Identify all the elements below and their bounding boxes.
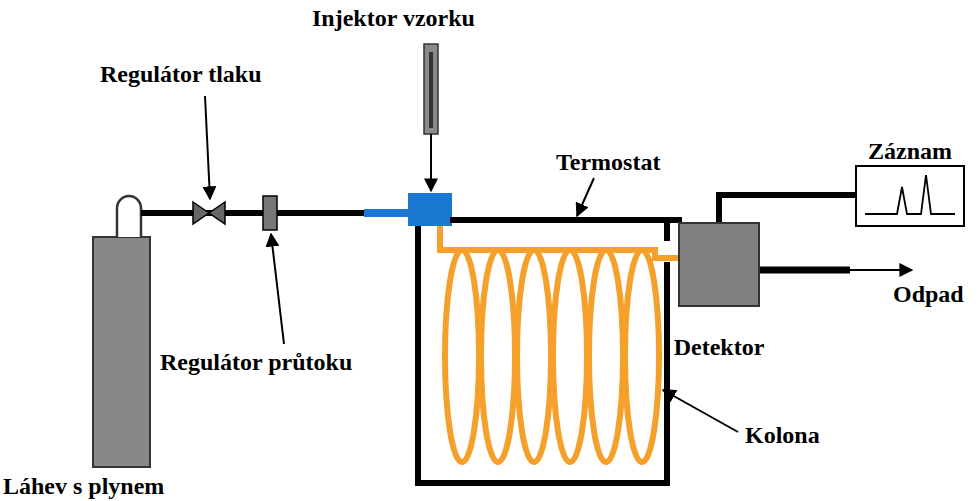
detector-box: Detektor [678,222,760,307]
part-label: Kolona [745,423,820,447]
part-label: Láhev s plynem [3,474,164,498]
leader-arrow [663,390,738,432]
node-heading: Záznam [868,139,952,163]
part-label: Injektor vzorku [312,6,475,30]
leader-arrow [577,178,594,216]
thermostat-wall [664,262,670,486]
waste-pipe [760,267,850,274]
thermostat-wall [415,226,421,486]
leader-arrow [205,96,210,199]
thermostat-wall [664,217,670,241]
syringe-needle [430,134,432,191]
column-coil [440,226,680,462]
syringe-plunger [429,52,433,128]
bottle-cap [117,196,141,237]
part-label: Odpad [893,282,964,306]
recorder-box: Záznam [855,165,965,227]
pressure-valve [193,202,209,224]
signal-cable [719,195,855,222]
heated-pipe [364,209,410,217]
flow-regulator [263,196,277,230]
node-heading: Detektor [674,335,765,359]
part-label: Regulátor průtoku [160,350,352,374]
gas-bottle [93,237,150,467]
injector-block [408,193,452,226]
thermostat-wall [415,480,670,486]
thermostat-wall [450,217,682,223]
gas-pipe [141,210,366,216]
leader-arrow [271,234,284,344]
chromatogram-peaks [857,167,962,224]
pressure-valve [209,202,225,224]
waste-arrow [848,269,912,271]
syringe [424,44,438,134]
part-label: Termostat [556,150,660,174]
part-label: Regulátor tlaku [100,62,262,86]
